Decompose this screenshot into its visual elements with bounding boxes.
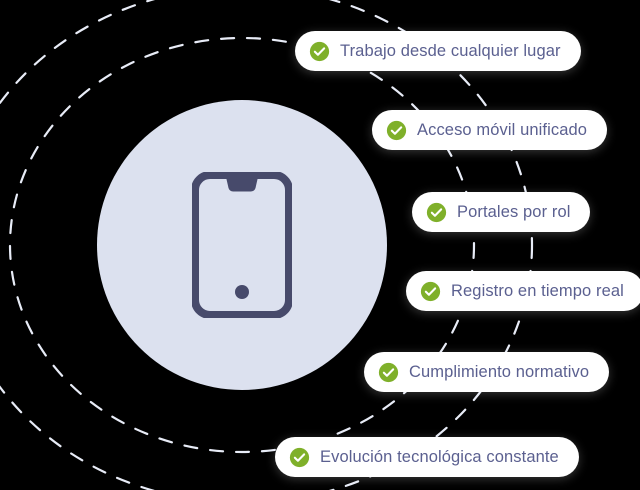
feature-label: Portales por rol	[457, 202, 571, 221]
check-circle-icon	[420, 281, 441, 301]
feature-label: Evolución tecnológica constante	[320, 447, 559, 466]
smartphone-icon	[192, 172, 292, 318]
check-circle-icon	[426, 202, 447, 222]
feature-pill[interactable]: Registro en tiempo real	[406, 271, 640, 311]
check-circle-icon	[289, 447, 310, 467]
feature-label: Registro en tiempo real	[451, 281, 624, 300]
feature-pill[interactable]: Evolución tecnológica constante	[275, 437, 579, 477]
check-circle-icon	[386, 120, 407, 140]
feature-label: Cumplimiento normativo	[409, 362, 590, 381]
check-circle-icon	[378, 362, 399, 382]
feature-pill[interactable]: Cumplimiento normativo	[364, 352, 610, 392]
core-disc	[97, 100, 387, 390]
feature-label: Acceso móvil unificado	[417, 120, 588, 139]
feature-pill[interactable]: Portales por rol	[412, 192, 591, 232]
feature-label: Trabajo desde cualquier lugar	[340, 41, 561, 60]
check-circle-icon	[309, 41, 330, 61]
feature-pill[interactable]: Trabajo desde cualquier lugar	[295, 31, 581, 71]
feature-pill[interactable]: Acceso móvil unificado	[372, 110, 608, 150]
